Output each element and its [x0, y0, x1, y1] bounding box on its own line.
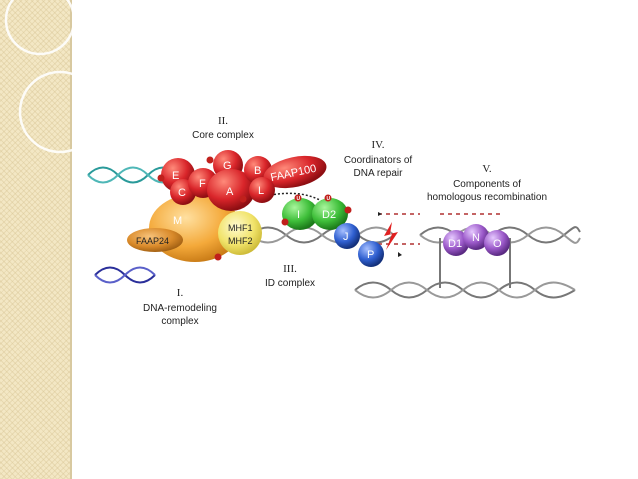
dna-damage-icon — [384, 222, 398, 250]
label-O: O — [493, 238, 502, 250]
label-F: F — [199, 178, 206, 190]
coord-label-2: DNA repair — [354, 168, 404, 179]
hr-roman: V. — [482, 163, 492, 175]
protein-P — [358, 241, 384, 267]
protein-FAAP100 — [263, 155, 327, 189]
arrow-marker-icon — [398, 252, 402, 257]
svg-text:U: U — [297, 196, 301, 202]
activation-arrow — [269, 192, 329, 206]
protein-D2 — [312, 198, 348, 230]
protein-MHF — [218, 211, 262, 255]
protein-N — [463, 224, 489, 250]
label-N: N — [472, 232, 480, 244]
label-P: P — [367, 249, 374, 261]
coord-label-1: Coordinators of — [344, 155, 413, 166]
label-MHF1: MHF1 — [228, 223, 253, 233]
label-G: G — [223, 160, 232, 172]
hr-label-2: homologous recombination — [427, 192, 547, 203]
remod-label-1: DNA-remodeling — [143, 303, 217, 314]
remod-roman: I. — [177, 287, 184, 299]
core-label: Core complex — [192, 130, 254, 141]
id-label: ID complex — [265, 278, 315, 289]
coord-roman: IV. — [372, 139, 385, 151]
protein-L — [249, 177, 275, 203]
protein-O — [484, 230, 510, 256]
arrow-marker-icon — [378, 212, 382, 216]
label-E: E — [172, 170, 179, 182]
label-I: I — [297, 209, 300, 221]
hr-label-1: Components of — [453, 179, 521, 190]
protein-I — [282, 198, 318, 230]
label-MHF2: MHF2 — [228, 236, 253, 246]
label-B: B — [254, 165, 261, 177]
protein-FAAP24 — [127, 228, 183, 252]
svg-text:U: U — [327, 196, 331, 202]
id-roman: III. — [283, 263, 297, 275]
label-J: J — [343, 231, 349, 243]
modification-markers: U U — [157, 156, 352, 261]
label-A: A — [226, 186, 234, 198]
label-D2: D2 — [322, 209, 336, 221]
label-L: L — [258, 185, 264, 197]
sidebar-border — [70, 0, 72, 479]
label-FAAP24: FAAP24 — [136, 236, 169, 246]
label-M: M — [173, 215, 182, 227]
protein-D1 — [443, 230, 469, 256]
decorative-rings — [4, 0, 102, 154]
label-C: C — [178, 187, 186, 199]
label-D1: D1 — [448, 238, 462, 250]
protein-J — [334, 223, 360, 249]
remod-label-2: complex — [161, 316, 198, 327]
core-roman: II. — [218, 115, 228, 127]
